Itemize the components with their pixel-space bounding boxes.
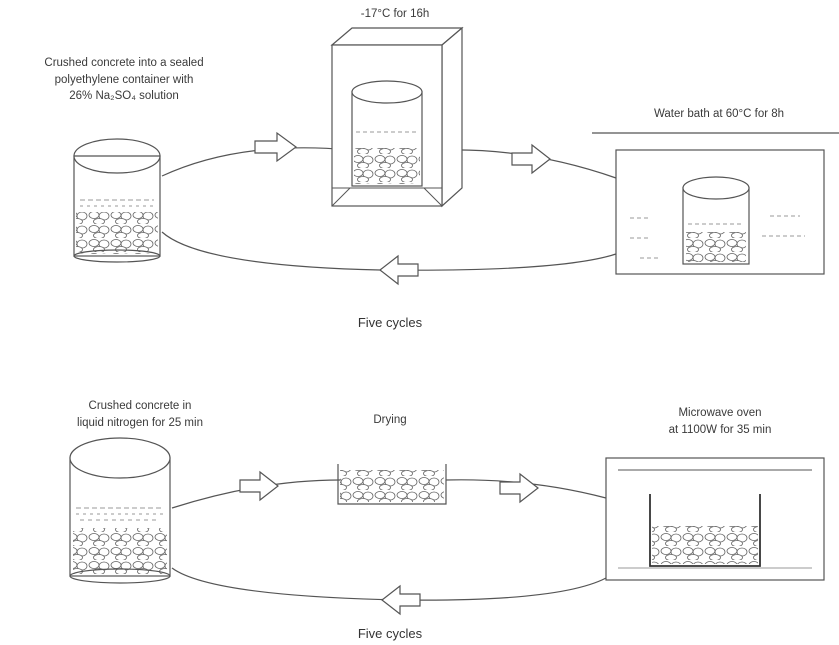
top-step3-label: Water bath at 60°C for 8h: [653, 108, 785, 120]
top-arrow-2: [511, 143, 551, 175]
top-cycle-label: Five cycles: [357, 315, 423, 330]
freezer-box: [330, 26, 464, 208]
bottom-arrow-1: [239, 470, 279, 502]
top-step1-label: Crushed concrete into a sealed polyethyl…: [4, 55, 244, 105]
liquid-nitrogen-container: [69, 437, 171, 584]
bottom-step3-label-line-2: at 1100W for 35 min: [668, 423, 772, 436]
bottom-step1-label: Crushed concrete in liquid nitrogen for …: [40, 398, 240, 431]
top-step2-label: -17°C for 16h: [360, 8, 430, 20]
bottom-arrow-2: [499, 472, 539, 504]
top-step1-label-line-3: 26% Na₂SO₄ solution: [69, 90, 179, 103]
top-arrow-back: [379, 254, 419, 286]
bottom-step1-label-line-1: Crushed concrete in: [88, 400, 192, 412]
bottom-arrow-back: [381, 584, 421, 616]
bottom-step3-label-line-1: Microwave oven: [678, 407, 762, 419]
top-cycle: [73, 26, 839, 286]
bottom-step2-label: Drying: [373, 414, 407, 426]
sealed-container: [73, 138, 161, 263]
water-bath: [592, 132, 839, 275]
microwave-oven: [605, 457, 825, 581]
drying-tray: [337, 464, 447, 505]
top-step1-label-line-2: polyethylene container with: [54, 73, 194, 86]
bottom-step3-label: Microwave oven at 1100W for 35 min: [620, 405, 820, 438]
top-step1-label-line-1: Crushed concrete into a sealed: [44, 57, 204, 69]
bottom-cycle-label: Five cycles: [357, 626, 423, 641]
bottom-cycle: [69, 437, 825, 616]
top-arrow-1: [254, 131, 298, 163]
top-cycle-upper-line: [161, 147, 351, 177]
bottom-step1-label-line-2: liquid nitrogen for 25 min: [77, 416, 203, 429]
